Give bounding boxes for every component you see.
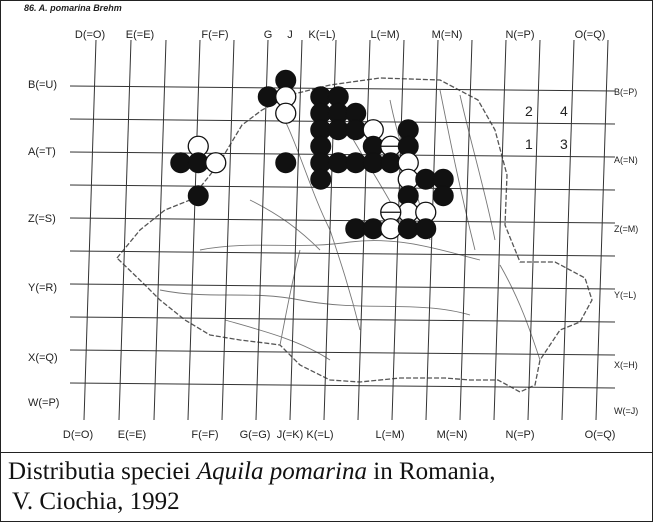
quadrant-key-3: 3: [560, 136, 568, 152]
top-column-label: M(=N): [432, 29, 463, 41]
grid-line-vertical: [289, 39, 303, 421]
top-column-label: L(=M): [370, 29, 399, 41]
top-column-label: F(=F): [201, 29, 228, 41]
grid-line-vertical: [221, 39, 235, 421]
grid-line-horizontal: [69, 382, 616, 389]
grid-line-vertical: [153, 39, 167, 421]
caption-author: V. Ciochia, 1992: [12, 488, 180, 515]
left-row-label: W(=P): [28, 397, 59, 409]
right-row-label: B(=P): [614, 87, 637, 97]
top-column-labels: D(=O) E(=E) F(=F) G J K(=L) L(=M) M(=N) N(=P) O(=…: [75, 29, 606, 41]
grid-line-vertical: [118, 39, 132, 421]
grid-line-horizontal: [69, 349, 616, 356]
caption-species: Aquila pomarina: [196, 458, 367, 485]
bottom-column-label: O(=Q): [585, 429, 616, 441]
caption-suffix: in Romania,: [367, 458, 496, 485]
bottom-column-labels: D(=O) E(=E) F(=F) G(=G) J(=K)K(=L) L(=M) M(=N)…: [63, 429, 616, 441]
right-row-label: X(=H): [614, 360, 638, 370]
figure-label: 86. A. pomarina Brehm: [24, 3, 122, 13]
figure-caption: Distributia speciei Aquila pomarina in R…: [8, 457, 648, 517]
grid-line-horizontal: [69, 217, 616, 224]
left-row-label: B(=U): [28, 79, 57, 91]
occurrence-markers: [170, 69, 454, 240]
right-row-label: Y(=L): [614, 290, 636, 300]
quadrant-key-2: 2: [525, 103, 533, 119]
right-row-label: Z(=M): [614, 224, 638, 234]
occurrence-marker-open: [205, 152, 227, 174]
right-row-label: W(=J): [614, 406, 638, 416]
top-column-label: K(=L): [308, 29, 335, 41]
bottom-column-label: M(=N): [437, 429, 468, 441]
quadrant-key: 2 4 1 3: [525, 103, 568, 152]
left-row-labels: B(=U) A(=T) Z(=S) Y(=R) X(=Q) W(=P): [28, 79, 59, 409]
left-row-label: A(=T): [28, 146, 56, 158]
top-column-label: E(=E): [126, 29, 154, 41]
left-row-label: X(=Q): [28, 352, 58, 364]
top-column-label: D(=O): [75, 29, 105, 41]
bottom-column-label: J(=K): [277, 429, 304, 441]
grid-line-vertical: [493, 39, 507, 421]
grid-line-vertical: [459, 39, 473, 421]
caption-separator: [0, 452, 653, 453]
occurrence-marker-filled: [432, 185, 454, 207]
distribution-map: 86. A. pomarina Brehm D(=O) E(=E) F(=F) G J K…: [24, 3, 638, 441]
bottom-column-label: E(=E): [118, 429, 146, 441]
bottom-column-label: F(=F): [191, 429, 218, 441]
bottom-column-label: K(=L): [306, 429, 333, 441]
grid-line-horizontal: [69, 283, 616, 290]
bottom-column-label: D(=O): [63, 429, 93, 441]
top-column-label: J: [287, 29, 293, 41]
grid-line-vertical: [561, 39, 575, 421]
grid-line-vertical: [83, 39, 97, 421]
bottom-column-label: N(=P): [505, 429, 534, 441]
top-column-label: N(=P): [505, 29, 534, 41]
bottom-column-label: L(=M): [375, 429, 404, 441]
left-row-label: Y(=R): [28, 282, 57, 294]
grid-line-vertical: [595, 39, 609, 421]
bottom-column-label: G(=G): [240, 429, 271, 441]
occurrence-marker-filled: [275, 152, 297, 174]
occurrence-marker-filled: [187, 185, 209, 207]
caption-prefix: Distributia speciei: [8, 458, 197, 485]
grid-line-vertical: [527, 39, 541, 421]
grid-line-horizontal: [69, 250, 616, 257]
quadrant-key-4: 4: [560, 103, 568, 119]
top-column-label: O(=Q): [575, 29, 606, 41]
grid-line-vertical: [187, 39, 201, 421]
right-row-label: A(=N): [614, 155, 638, 165]
quadrant-key-1: 1: [525, 136, 533, 152]
occurrence-marker-filled: [310, 168, 332, 190]
right-row-labels: B(=P) A(=N) Z(=M) Y(=L) X(=H) W(=J): [614, 87, 638, 416]
occurrence-marker-filled: [415, 218, 437, 240]
top-column-label: G: [264, 29, 273, 41]
grid-line-horizontal: [69, 316, 616, 323]
left-row-label: Z(=S): [28, 213, 56, 225]
grid-line-horizontal: [69, 184, 616, 191]
occurrence-marker-open: [275, 102, 297, 124]
